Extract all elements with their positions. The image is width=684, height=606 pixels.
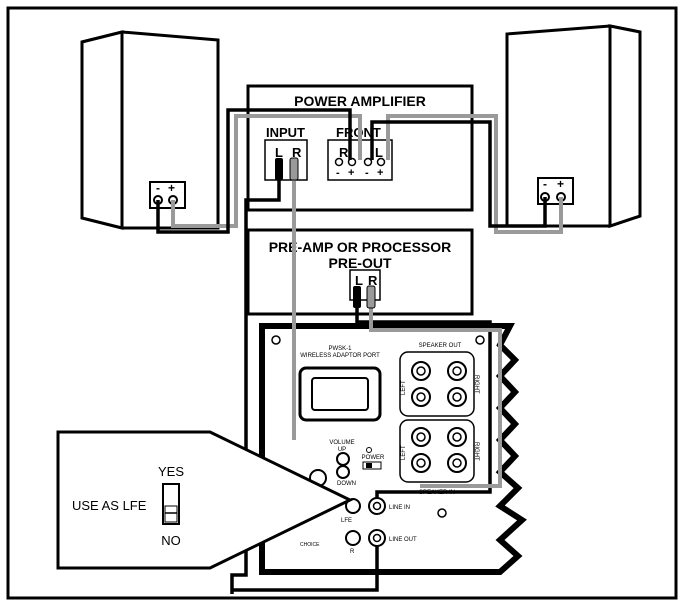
subwoofer-panel-outline xyxy=(259,323,527,575)
amp-front-r-plus-terminal[interactable] xyxy=(347,157,357,167)
left-speaker: - + xyxy=(80,30,220,230)
amp-front-r-plus: + xyxy=(348,167,354,179)
power-label: POWER xyxy=(362,455,385,461)
amp-input-l-cable xyxy=(230,165,281,594)
lfe-callout: YES NO USE AS LFE xyxy=(56,430,354,570)
preamp-preout-label: PRE-OUT xyxy=(329,255,392,271)
amp-front-l: L xyxy=(375,145,383,160)
volume-up-button[interactable] xyxy=(336,452,350,466)
panel-screw-tr xyxy=(475,335,485,345)
lfe-switch-knob xyxy=(164,505,178,523)
right-speaker-plus: + xyxy=(557,177,564,191)
amp-front-r-minus: - xyxy=(336,167,340,179)
wireless-port-title: PWSK-1 xyxy=(328,346,352,352)
power-amplifier-title: POWER AMPLIFIER xyxy=(294,93,426,109)
preamp-l: L xyxy=(355,273,363,288)
preamp-out-l-plug xyxy=(353,286,361,308)
callout-no-label: NO xyxy=(161,533,181,548)
panel-screw-br xyxy=(437,508,447,518)
volume-down-button[interactable] xyxy=(336,465,350,479)
preamp-r: R xyxy=(368,273,378,288)
lfe-label: LFE xyxy=(341,518,352,524)
right-speaker-minus-wire xyxy=(370,120,547,228)
speaker-out-panel xyxy=(399,351,475,417)
speaker-in-left-label: LEFT xyxy=(401,445,407,460)
amp-front-l-minus-terminal[interactable] xyxy=(363,157,373,167)
power-amplifier: POWER AMPLIFIER INPUT FRONT L R R L - + … xyxy=(246,84,474,212)
preamp-title: PRE-AMP OR PROCESSOR xyxy=(269,239,452,255)
volume-down-label: DOWN xyxy=(337,481,356,487)
power-led xyxy=(366,447,372,453)
panel-screw-tl xyxy=(271,335,281,345)
amp-input-label: INPUT xyxy=(266,125,305,140)
left-speaker-minus-wire xyxy=(156,108,352,234)
right-speaker: - + xyxy=(505,24,642,229)
left-speaker-plus-wire xyxy=(171,114,362,228)
amp-front-l-plus-terminal[interactable] xyxy=(376,157,386,167)
speaker-in-right-label: RIGHT xyxy=(473,442,479,461)
line-in-label: LINE IN xyxy=(389,505,410,511)
wireless-port-subtitle: WIRELESS ADAPTOR PORT xyxy=(300,353,380,359)
interconnect-cables xyxy=(230,157,502,594)
line-out-cable xyxy=(232,546,379,592)
speaker-out-left-label: LEFT xyxy=(401,380,407,395)
line-out-label: LINE OUT xyxy=(389,537,417,543)
callout-yes-label: YES xyxy=(158,464,184,479)
left-speaker-minus: - xyxy=(156,181,160,195)
amp-input-r-plug xyxy=(289,157,299,181)
speaker-wires xyxy=(156,108,563,234)
volume-up-label: UP xyxy=(338,447,346,453)
amp-front-l-minus: - xyxy=(365,167,369,179)
subwoofer-panel: PWSK-1 WIRELESS ADAPTOR PORT SPEAKER OUT… xyxy=(259,323,527,575)
choice-label: CHOICE xyxy=(300,542,320,548)
callout-use-as-lfe-label: USE AS LFE xyxy=(72,498,147,513)
amp-input-panel xyxy=(264,139,308,181)
right-speaker-minus: - xyxy=(543,177,547,191)
volume-label: VOLUME xyxy=(329,440,354,446)
lfe-jack[interactable] xyxy=(345,498,361,514)
amp-front-l-plus: + xyxy=(377,167,383,179)
preamp-out-l-cable xyxy=(355,292,492,498)
speaker-out-right-label: RIGHT xyxy=(473,375,479,394)
speaker-out-label: SPEAKER OUT xyxy=(419,343,462,349)
amp-input-l-plug xyxy=(275,158,283,180)
amp-front-r: R xyxy=(339,145,349,160)
amp-input-l: L xyxy=(275,145,283,160)
amp-input-r: R xyxy=(292,145,302,160)
line-out-r-label: R xyxy=(350,549,355,555)
preamp-out-r-cable xyxy=(369,292,502,488)
left-speaker-plus: + xyxy=(168,181,175,195)
preamp-out-r-plug xyxy=(366,285,376,309)
line-out-r-jack[interactable] xyxy=(345,530,361,546)
amp-front-r-minus-terminal[interactable] xyxy=(334,157,344,167)
callout-box xyxy=(56,430,354,570)
